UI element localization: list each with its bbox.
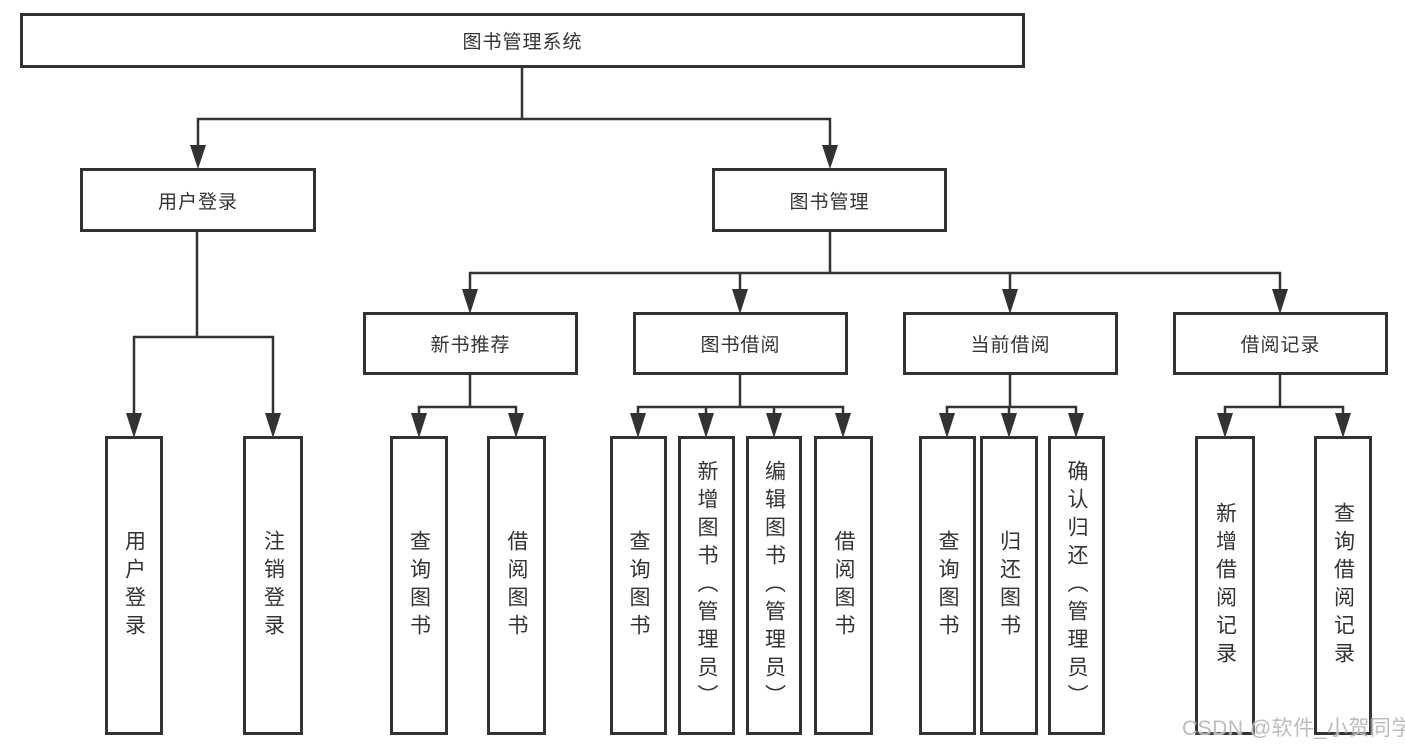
node-new-book-recommend-label: 新书推荐 xyxy=(430,335,511,356)
leaf-query-books-recommend-label: 查询图书 xyxy=(407,529,431,642)
node-user-login-label: 用户登录 xyxy=(157,191,238,213)
leaf-add-borrow-record-label: 新增借阅记录 xyxy=(1213,501,1237,670)
node-borrowing-records-label: 借阅记录 xyxy=(1240,335,1321,356)
node-borrowing-records: 借阅记录 xyxy=(1173,312,1388,375)
node-book-borrowing: 图书借阅 xyxy=(633,312,848,375)
node-book-management: 图书管理 xyxy=(712,168,947,232)
node-book-management-label: 图书管理 xyxy=(789,191,870,213)
leaf-query-books-current: 查询图书 xyxy=(919,436,976,735)
csdn-watermark: CSDN @软件_小贺同学 xyxy=(1182,717,1405,740)
leaf-logout-label: 注销登录 xyxy=(261,529,285,642)
node-root-library-system: 图书管理系统 xyxy=(20,13,1025,68)
leaf-add-borrow-record: 新增借阅记录 xyxy=(1195,436,1255,735)
leaf-return-books-label: 归还图书 xyxy=(997,529,1021,642)
leaf-borrow-books-label: 借阅图书 xyxy=(832,529,855,642)
leaf-borrow-books-recommend: 借阅图书 xyxy=(487,436,546,735)
leaf-user-login: 用户登录 xyxy=(105,436,163,735)
node-user-login: 用户登录 xyxy=(80,168,316,232)
leaf-edit-books-admin-label: 编辑图书（管理员） xyxy=(762,459,786,712)
node-current-borrowing-label: 当前借阅 xyxy=(970,335,1051,356)
leaf-user-login-label: 用户登录 xyxy=(122,529,146,642)
leaf-query-books-borrow: 查询图书 xyxy=(610,436,667,735)
leaf-return-books: 归还图书 xyxy=(980,436,1038,735)
leaf-add-books-admin-label: 新增图书（管理员） xyxy=(695,459,718,712)
leaf-borrow-books-recommend-label: 借阅图书 xyxy=(505,529,528,642)
leaf-add-books-admin: 新增图书（管理员） xyxy=(678,436,735,735)
leaf-query-books-borrow-label: 查询图书 xyxy=(627,529,650,642)
leaf-edit-books-admin: 编辑图书（管理员） xyxy=(746,436,802,735)
leaf-query-books-current-label: 查询图书 xyxy=(936,529,959,642)
node-root-label: 图书管理系统 xyxy=(462,32,583,53)
leaf-query-borrow-record: 查询借阅记录 xyxy=(1314,436,1372,735)
node-new-book-recommend: 新书推荐 xyxy=(363,312,578,375)
leaf-query-borrow-record-label: 查询借阅记录 xyxy=(1331,501,1355,670)
leaf-logout: 注销登录 xyxy=(243,436,303,735)
leaf-confirm-return-admin: 确认归还（管理员） xyxy=(1048,436,1105,735)
leaf-borrow-books: 借阅图书 xyxy=(814,436,873,735)
node-current-borrowing: 当前借阅 xyxy=(903,312,1118,375)
leaf-query-books-recommend: 查询图书 xyxy=(390,436,448,735)
node-book-borrowing-label: 图书借阅 xyxy=(700,335,781,356)
leaf-confirm-return-admin-label: 确认归还（管理员） xyxy=(1065,459,1088,712)
